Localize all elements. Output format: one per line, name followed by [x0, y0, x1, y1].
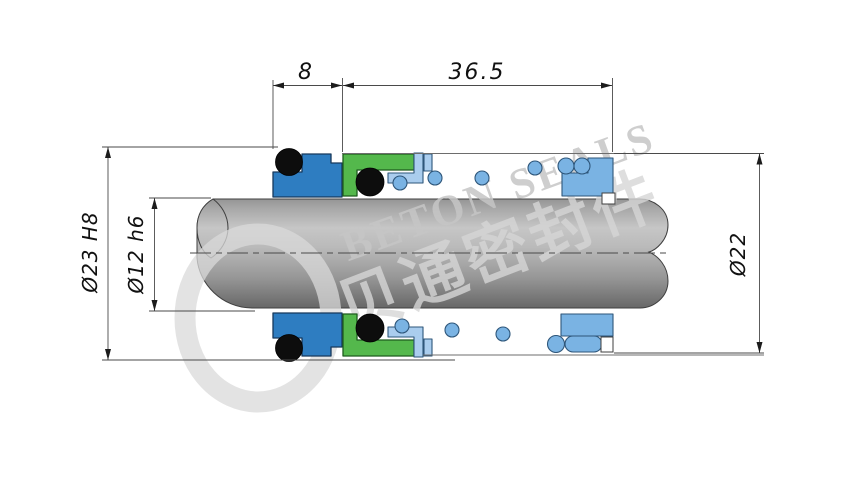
upper-retainer-box — [601, 192, 616, 205]
upper-band-fold — [423, 153, 433, 172]
spring-coil — [427, 170, 443, 186]
lower-drive-band — [387, 326, 424, 358]
o-ring — [355, 167, 385, 197]
dim-d12: Ø12 h6 — [124, 197, 255, 312]
spring-coil — [474, 170, 490, 186]
spring-and-seats — [392, 157, 614, 354]
dim-d23-label: Ø23 H8 — [78, 211, 102, 293]
dim-d22: Ø22 — [614, 153, 764, 354]
dim-36-5-label: 36.5 — [449, 60, 506, 85]
spring-coil — [573, 157, 591, 175]
o-ring — [355, 313, 385, 343]
spring-coil — [527, 160, 543, 176]
spring-coil — [392, 175, 408, 191]
spring-coil — [557, 157, 575, 175]
dim-d22-label: Ø22 — [726, 232, 750, 277]
lower-seat-block — [560, 313, 614, 337]
spring-coil — [444, 322, 460, 338]
dim-d12-label: Ø12 h6 — [124, 215, 148, 295]
dim-8-label: 8 — [298, 60, 314, 85]
dim-36-5: 36.5 — [343, 60, 613, 152]
o-rings — [275, 148, 385, 362]
spring-coil — [394, 318, 410, 334]
lower-band-fold — [423, 338, 433, 357]
dim-8: 8 — [272, 60, 343, 152]
lower-seat-capsule — [564, 335, 603, 353]
lower-retainer-box — [600, 336, 614, 353]
o-ring — [275, 148, 303, 176]
drive-bands — [387, 152, 433, 358]
dim-d23: Ø23 H8 — [78, 146, 455, 361]
spring-coil — [495, 326, 511, 342]
o-ring — [275, 334, 303, 362]
spring-coil — [546, 334, 566, 354]
